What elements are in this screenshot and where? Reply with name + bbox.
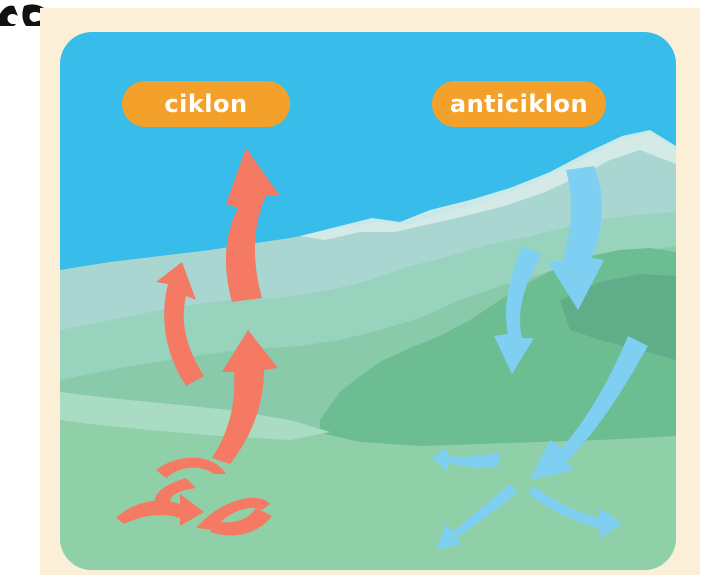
anticyclone-label: anticiklon — [432, 81, 606, 127]
cyclone-label: ciklon — [122, 81, 290, 127]
